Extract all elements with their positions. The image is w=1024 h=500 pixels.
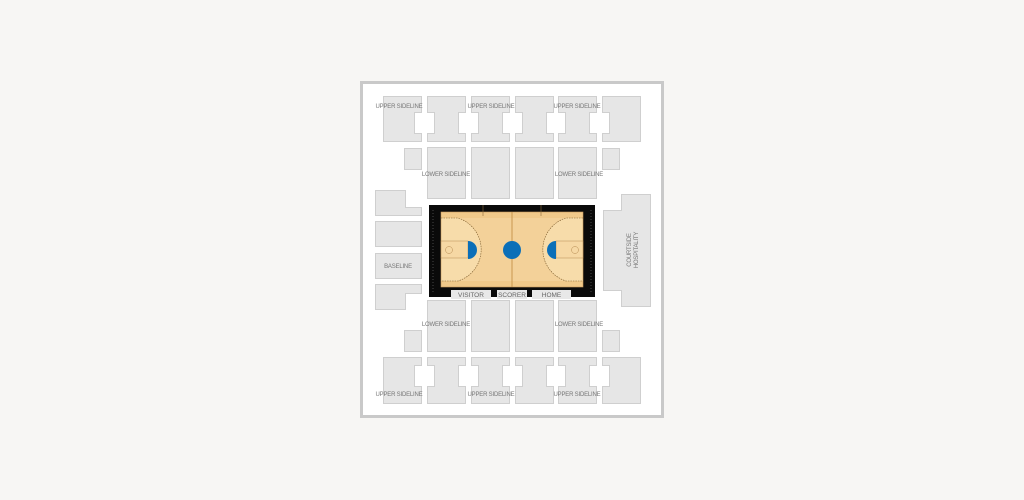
section-lower-sideline-bottom-1[interactable] (427, 300, 466, 352)
section-courtside-hospitality[interactable] (603, 194, 651, 307)
lower-top-row: LOWER SIDELINE LOWER SIDELINE (404, 147, 620, 199)
label-upper-sideline: UPPER SIDELINE (554, 104, 601, 110)
basketball-court: VISITOR SCORER HOME (429, 205, 595, 299)
section-upper-sideline-top-5[interactable] (558, 96, 597, 142)
label-scorer: SCORER (498, 292, 526, 299)
section-small-bottom-right[interactable] (602, 330, 620, 352)
baseline-left: BASELINE (375, 190, 422, 310)
key-right-blue (547, 241, 556, 259)
section-baseline-2[interactable] (375, 221, 422, 247)
section-small-top-left[interactable] (404, 148, 422, 170)
section-lower-top-3[interactable] (515, 147, 554, 199)
label-upper-sideline: UPPER SIDELINE (468, 104, 515, 110)
section-lower-sideline-top-4[interactable] (558, 147, 597, 199)
section-lower-sideline-top-1[interactable] (427, 147, 466, 199)
scorer-table[interactable] (497, 290, 527, 299)
key-left-blue (468, 241, 477, 259)
section-lower-sideline-bottom-4[interactable] (558, 300, 597, 352)
section-small-bottom-left[interactable] (404, 330, 422, 352)
label-visitor: VISITOR (458, 292, 484, 299)
upper-bottom-row: UPPER SIDELINE UPPER SIDELINE UPPER SIDE… (376, 357, 641, 404)
label-lower-sideline: LOWER SIDELINE (555, 172, 603, 178)
label-lower-sideline: LOWER SIDELINE (422, 322, 470, 328)
courtside-hospitality: COURTSIDE HOSPITALITY (603, 194, 651, 307)
section-upper-bottom-6[interactable] (602, 357, 641, 404)
section-lower-bottom-3[interactable] (515, 300, 554, 352)
section-baseline-3[interactable] (375, 253, 422, 279)
section-upper-sideline-top-3[interactable] (471, 96, 510, 142)
section-upper-top-6[interactable] (602, 96, 641, 142)
section-upper-bottom-2[interactable] (427, 357, 466, 404)
section-upper-top-4[interactable] (515, 96, 554, 142)
home-bench[interactable] (532, 290, 571, 299)
visitor-bench[interactable] (451, 290, 491, 299)
section-upper-sideline-bottom-5[interactable] (558, 357, 597, 404)
label-upper-sideline: UPPER SIDELINE (468, 392, 515, 398)
label-lower-sideline: LOWER SIDELINE (555, 322, 603, 328)
label-home: HOME (542, 292, 562, 299)
label-upper-sideline: UPPER SIDELINE (376, 104, 423, 110)
label-baseline: BASELINE (384, 264, 412, 270)
lower-bottom-row: LOWER SIDELINE LOWER SIDELINE (404, 300, 620, 352)
section-upper-bottom-4[interactable] (515, 357, 554, 404)
section-lower-top-2[interactable] (471, 147, 510, 199)
center-circle (503, 241, 521, 259)
section-upper-sideline-bottom-3[interactable] (471, 357, 510, 404)
label-upper-sideline: UPPER SIDELINE (376, 392, 423, 398)
section-upper-sideline-bottom-1[interactable] (383, 357, 422, 404)
section-lower-bottom-2[interactable] (471, 300, 510, 352)
label-courtside: COURTSIDE (627, 233, 633, 267)
upper-top-row: UPPER SIDELINE UPPER SIDELINE UPPER SIDE… (376, 96, 641, 142)
label-hospitality: HOSPITALITY (634, 232, 640, 269)
label-upper-sideline: UPPER SIDELINE (554, 392, 601, 398)
section-upper-top-2[interactable] (427, 96, 466, 142)
section-baseline-4[interactable] (375, 284, 422, 310)
section-small-top-right[interactable] (602, 148, 620, 170)
section-baseline-1[interactable] (375, 190, 422, 216)
section-upper-sideline-top-1[interactable] (383, 96, 422, 142)
label-lower-sideline: LOWER SIDELINE (422, 172, 470, 178)
